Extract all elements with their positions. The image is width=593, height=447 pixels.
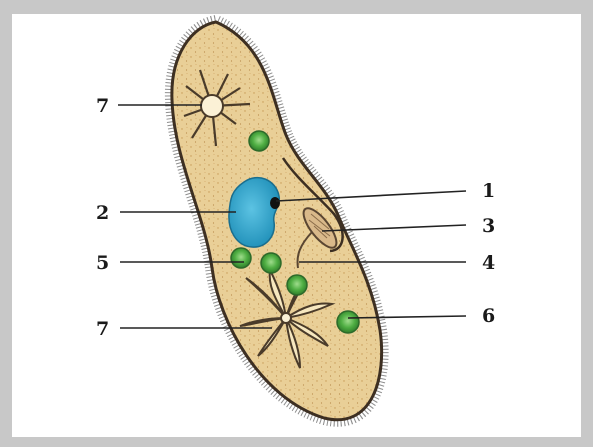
label-7-bottom: 7 xyxy=(96,318,109,340)
label-5: 5 xyxy=(96,252,109,274)
food-vacuole-2 xyxy=(231,248,251,268)
label-2: 2 xyxy=(96,202,109,224)
label-6: 6 xyxy=(482,305,495,327)
label-1: 1 xyxy=(482,180,495,202)
food-vacuole-3 xyxy=(261,253,281,273)
micronucleus xyxy=(270,197,280,209)
macronucleus xyxy=(229,178,279,247)
label-4: 4 xyxy=(482,252,495,274)
food-vacuole-4 xyxy=(287,275,307,295)
food-vacuole-1 xyxy=(249,131,269,151)
food-vacuole-5 xyxy=(337,311,359,333)
label-3: 3 xyxy=(482,215,495,237)
label-7-top: 7 xyxy=(96,95,109,117)
